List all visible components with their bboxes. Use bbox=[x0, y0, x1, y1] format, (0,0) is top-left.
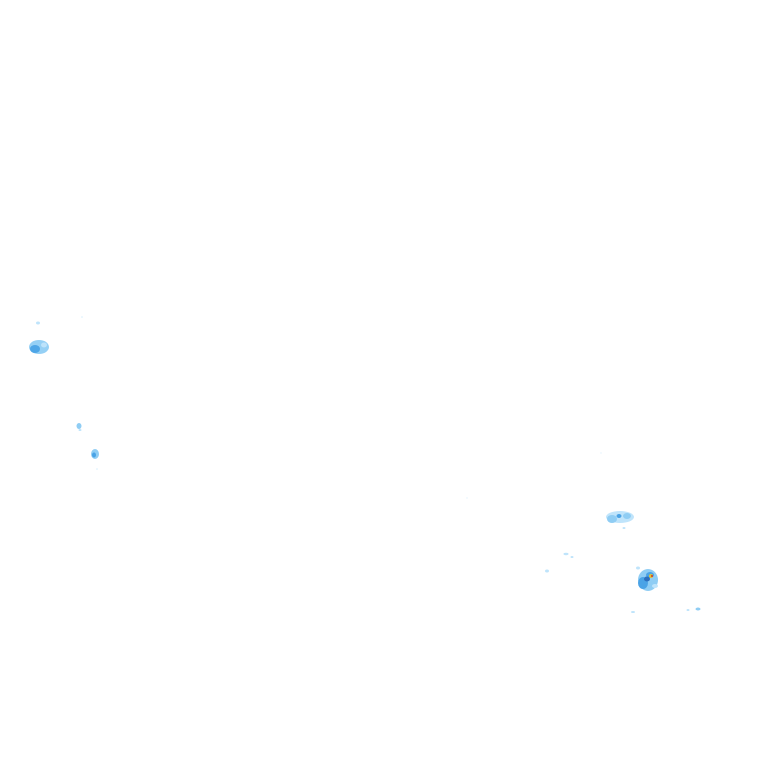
echo-blob bbox=[41, 342, 47, 348]
echo-group-east-4 bbox=[631, 607, 701, 613]
echo-group-east-1 bbox=[606, 511, 634, 529]
echo-fleck bbox=[631, 611, 635, 613]
echo-group-west-1 bbox=[29, 316, 83, 354]
echo-fleck bbox=[695, 607, 701, 611]
echo-blob bbox=[623, 513, 631, 519]
echo-blob bbox=[652, 584, 658, 588]
echo-dot bbox=[600, 452, 602, 454]
echo-blob bbox=[607, 515, 617, 523]
echo-core-red bbox=[651, 575, 653, 577]
echo-group-east-2 bbox=[466, 452, 602, 573]
echo-fleck bbox=[686, 609, 690, 611]
echo-fleck bbox=[570, 556, 574, 558]
echo-group-west-3 bbox=[91, 449, 99, 470]
echo-blob bbox=[92, 452, 96, 458]
echo-blob bbox=[78, 429, 82, 431]
echo-dot bbox=[81, 316, 83, 318]
echo-dot bbox=[466, 497, 468, 499]
echo-dot bbox=[96, 468, 98, 470]
echo-group-west-2 bbox=[76, 423, 82, 431]
echo-blob bbox=[76, 423, 82, 429]
echo-blob bbox=[30, 345, 40, 353]
echo-blob bbox=[616, 514, 622, 518]
echo-fleck bbox=[622, 527, 626, 529]
echo-fleck bbox=[545, 569, 549, 573]
echo-blob bbox=[644, 576, 650, 582]
echo-group-east-3 bbox=[636, 566, 658, 591]
echo-fleck bbox=[636, 566, 640, 570]
echo-fleck bbox=[36, 321, 40, 325]
echo-fleck bbox=[563, 552, 569, 556]
